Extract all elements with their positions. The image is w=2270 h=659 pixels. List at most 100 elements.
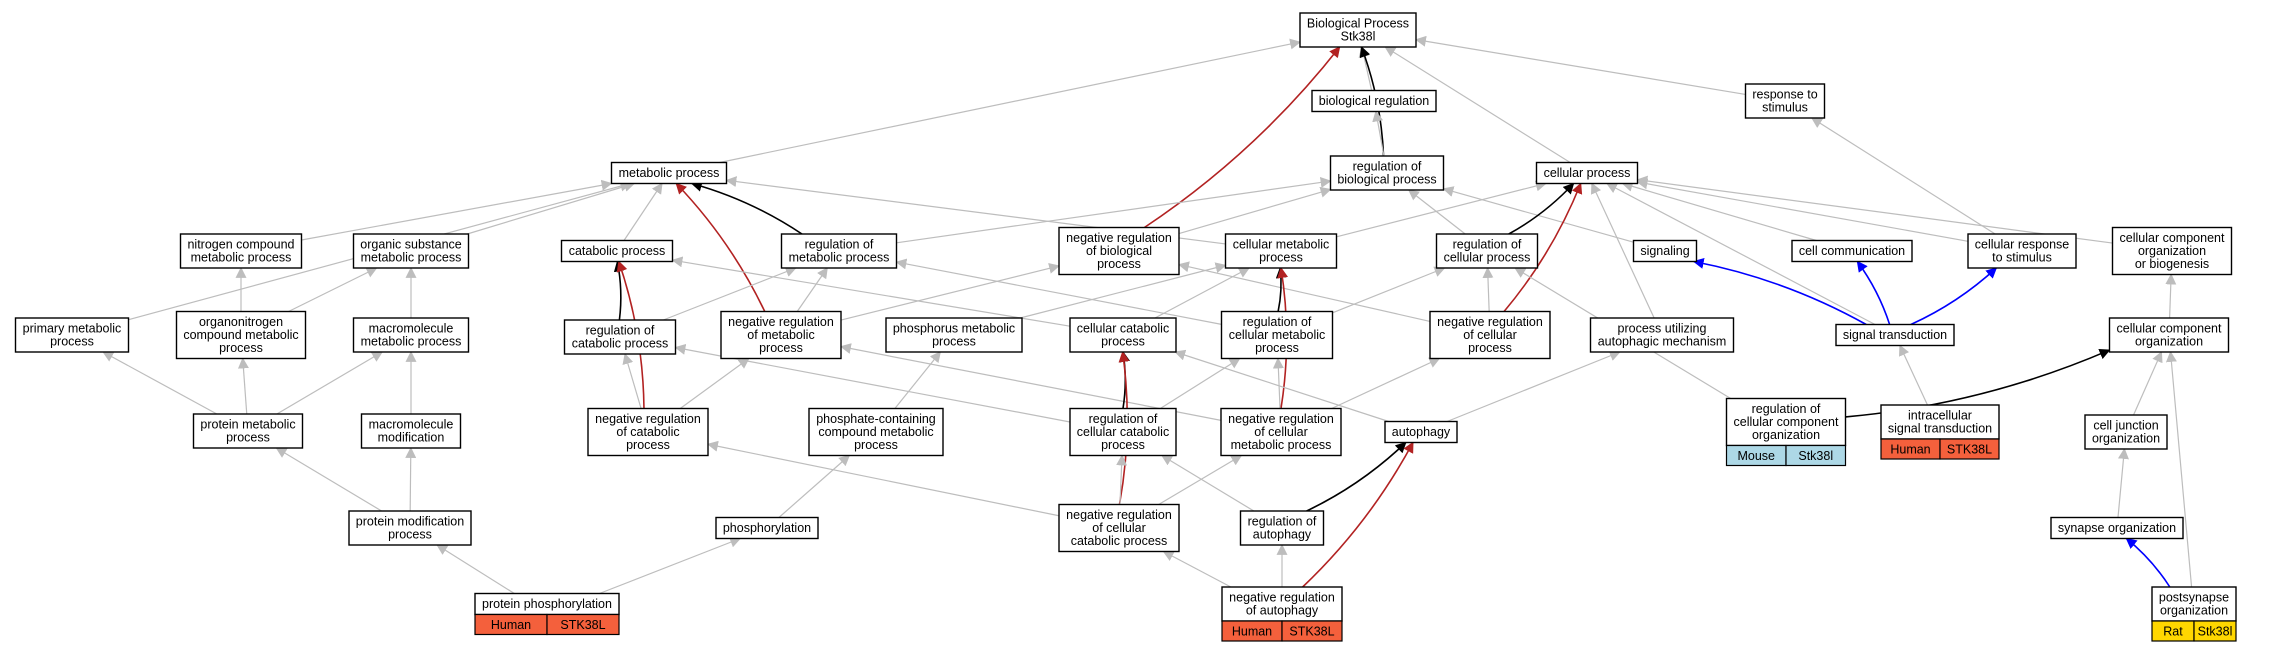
gene-tag: Stk38l xyxy=(2193,620,2237,642)
go-term-label: nitrogen compound xyxy=(187,238,294,252)
go-term-label: organic substance xyxy=(360,238,462,252)
go-term-box xyxy=(175,310,307,360)
go-term-label: phosphorus metabolic xyxy=(893,322,1015,336)
is-a-edge-regcell-to-regbio xyxy=(1407,189,1466,235)
go-term-box xyxy=(1058,503,1180,553)
go-term-node-met[interactable]: metabolic process xyxy=(610,161,728,185)
go-term-node-synorg[interactable]: synapse organization xyxy=(2050,516,2184,540)
svg-text:Rat: Rat xyxy=(2163,625,2183,639)
go-term-node-autophagy[interactable]: autophagy xyxy=(1384,420,1458,444)
go-term-label: process xyxy=(1468,341,1512,355)
go-term-label: negative regulation xyxy=(1066,508,1172,522)
go-term-box xyxy=(1880,404,2000,440)
go-term-box xyxy=(1535,161,1639,185)
go-term-label: cellular catabolic xyxy=(1077,322,1169,336)
species-tag: Human xyxy=(1880,438,1941,460)
go-term-box xyxy=(2050,516,2184,540)
is-a-edge-cellresp-to-cellproc xyxy=(1636,178,1969,242)
is-a-edge-negregmet-to-negregbio xyxy=(840,262,1061,321)
is-a-edge-protphos-to-phosph xyxy=(599,536,742,595)
svg-text:Human: Human xyxy=(491,618,531,632)
is-a-edge-cellcomm-to-cellproc xyxy=(1621,181,1817,242)
species-tag: Mouse xyxy=(1725,444,1787,467)
go-term-node-signaling[interactable]: signaling xyxy=(1632,239,1698,263)
go-term-label: catabolic process xyxy=(569,244,666,258)
go-term-label: negative regulation xyxy=(728,315,834,329)
go-term-box xyxy=(885,317,1023,353)
is-a-edge-postsyn-to-ccorg xyxy=(2165,350,2193,588)
go-term-box xyxy=(1429,310,1551,360)
is-a-edge-negregcellmet-to-regcellmet xyxy=(1272,357,1284,409)
go-term-box xyxy=(2108,317,2230,353)
go-term-label: Stk38l xyxy=(1341,30,1376,44)
go-term-label: intracellular xyxy=(1908,409,1972,423)
go-term-node-cellproc[interactable]: cellular process xyxy=(1535,161,1639,185)
go-term-label: process xyxy=(626,438,670,452)
go-term-label: to stimulus xyxy=(1992,251,2052,265)
go-term-box xyxy=(179,233,303,269)
go-term-node-catab[interactable]: catabolic process xyxy=(560,239,674,263)
go-term-node-cellcomm[interactable]: cell communication xyxy=(1791,239,1913,263)
is-a-edge-cellproc-to-bp xyxy=(1384,46,1571,164)
go-term-node-phosph[interactable]: phosphorylation xyxy=(715,516,819,540)
go-term-box xyxy=(1329,155,1445,191)
go-term-label: process utilizing xyxy=(1618,322,1707,336)
positively-regulates-edge-sigtrans-to-cellcomm xyxy=(1856,260,1891,325)
go-term-label: phosphorylation xyxy=(723,521,811,535)
go-term-box xyxy=(2111,226,2233,276)
go-term-label: compound metabolic xyxy=(183,328,298,342)
go-term-label: metabolic process xyxy=(619,166,720,180)
is-a-edge-negregcatab-to-regcatab xyxy=(622,352,642,409)
go-term-label: biological regulation xyxy=(1319,94,1430,108)
is-a-edge-cellresp-to-resp xyxy=(1810,117,1996,235)
go-term-box xyxy=(1967,233,2077,269)
svg-text:STK38L: STK38L xyxy=(1947,443,1992,457)
is-a-edge-regcellmet-to-regcell xyxy=(1332,266,1446,314)
go-term-label: process xyxy=(932,335,976,349)
go-term-label: of catabolic xyxy=(616,425,679,439)
part-of-edge-regauto-to-autophagy xyxy=(1306,441,1407,512)
go-term-node-bioreg[interactable]: biological regulation xyxy=(1311,89,1437,113)
is-a-edge-intrasig-to-sigtrans xyxy=(1899,344,1929,406)
species-tag: Human xyxy=(1221,620,1283,642)
go-term-node-sigtrans[interactable]: signal transduction xyxy=(1835,323,1955,347)
